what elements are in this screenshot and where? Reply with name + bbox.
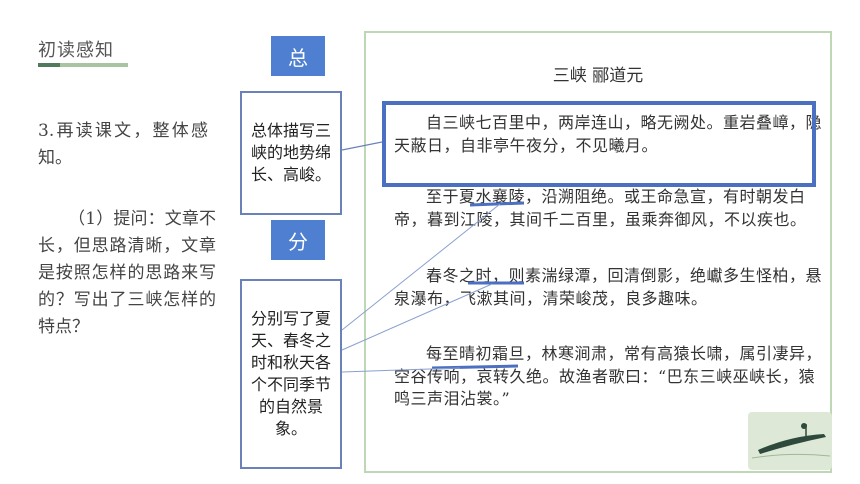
passage-title: 三峡 郦道元	[552, 66, 644, 86]
paragraph-4: 每至晴初霜旦，林寒涧肃，常有高猿长啸，属引凄异，空谷传响，哀转久绝。故渔者歌曰：…	[394, 344, 823, 408]
passage-panel: 三峡 郦道元 自三峡七百里中，两岸连山，略无阙处。重岩叠嶂，隐天蔽日，自非亭午夜…	[364, 31, 832, 473]
question-3: 3.再读课文，整体感知。	[38, 121, 208, 168]
paragraph-1: 自三峡七百里中，两岸连山，略无阙处。重岩叠嶂，隐天蔽日，自非亭午夜分，不见曦月。	[394, 113, 823, 155]
paragraph-2: 至于夏水襄陵，沿溯阻绝。或王命急宣，有时朝发白帝，暮到江陵，其间千二百里，虽乘奔…	[394, 187, 807, 229]
section-title-underline	[38, 63, 128, 67]
note-detail: 分别写了夏天、春冬之时和秋天各个不同季节的自然景象。	[240, 279, 342, 469]
question-1: （1）提问：文章不长，但思路清晰，文章是按照怎样的思路来写的？写出了三峡怎样的特…	[38, 206, 216, 341]
question-1-label: （1）	[68, 209, 114, 229]
highlight-box	[382, 101, 816, 187]
paragraph-3: 春冬之时，则素湍绿潭，回清倒影，绝巘多生怪柏，悬泉瀑布，飞漱其间，清荣峻茂，良多…	[394, 266, 823, 308]
boat-illustration-icon	[748, 412, 832, 470]
question-1-text: 提问：文章不长，但思路清晰，文章是按照怎样的思路来写的？写出了三峡怎样的特点？	[38, 209, 216, 337]
section-title: 初读感知	[38, 40, 114, 61]
tag-zong: 总	[271, 36, 325, 76]
tag-fen: 分	[271, 220, 325, 260]
note-general: 总体描写三峡的地势绵长、高峻。	[240, 91, 342, 215]
